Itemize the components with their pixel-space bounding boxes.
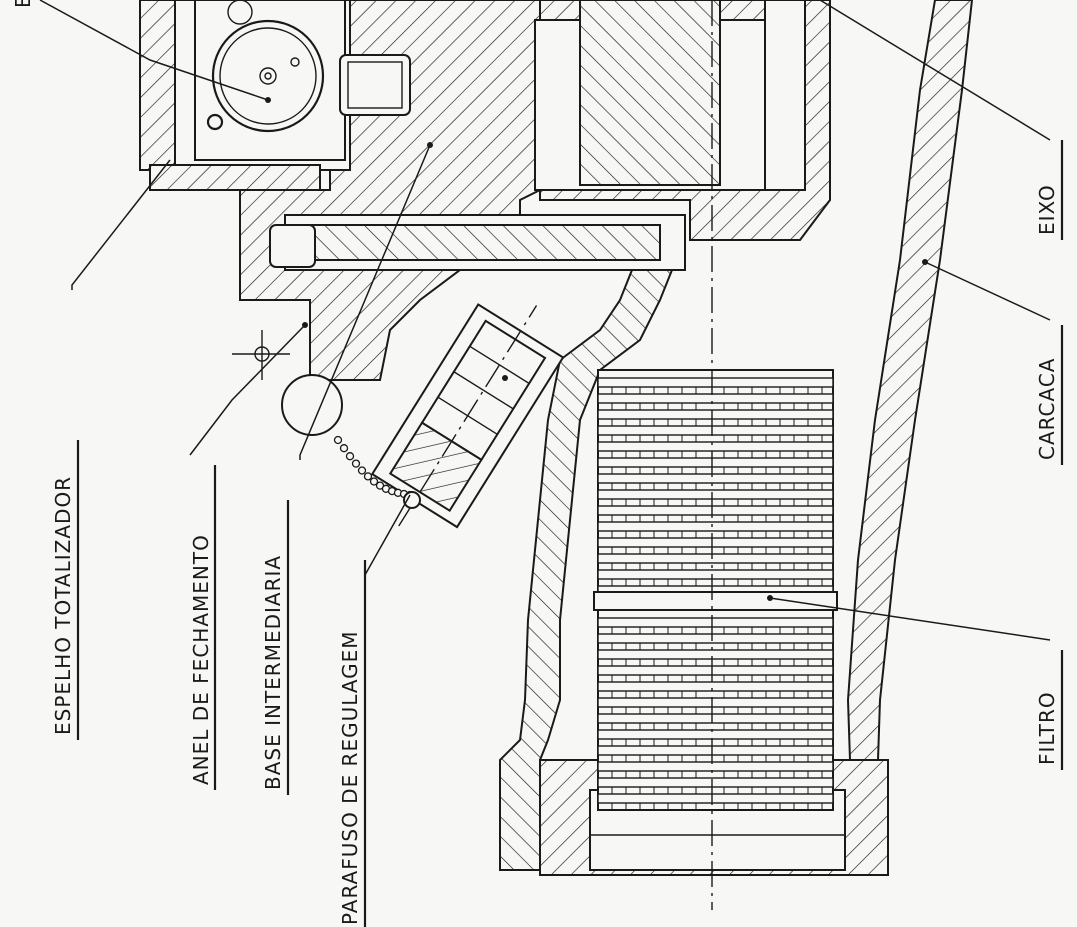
casing-right-wall bbox=[846, 0, 974, 861]
chamber-gap bbox=[764, 0, 806, 191]
label-carcaca: CARCACA bbox=[1035, 358, 1059, 461]
chain-bead bbox=[333, 435, 343, 445]
filter-rib bbox=[597, 393, 834, 404]
filter-element bbox=[593, 369, 838, 811]
filter-rib bbox=[597, 633, 834, 644]
filter-rib bbox=[597, 505, 834, 516]
filter-rib bbox=[597, 425, 834, 436]
filter-rib bbox=[597, 377, 834, 388]
chain-bead bbox=[351, 459, 361, 468]
leader-eixo bbox=[819, 0, 1051, 141]
label-eixo: EIXO bbox=[1035, 184, 1059, 235]
label-espelho-totalizador: ESPELHO TOTALIZADOR bbox=[51, 476, 75, 735]
label-parafuso-regulagem: PARAFUSO DE REGULAGEM bbox=[338, 630, 362, 925]
shaft-head bbox=[269, 224, 316, 268]
chain-bead bbox=[345, 452, 355, 461]
chain-bead bbox=[363, 472, 373, 481]
filter-rib bbox=[597, 793, 834, 804]
chain-bead bbox=[339, 444, 349, 453]
leader-filtro bbox=[769, 597, 1051, 641]
filter-rib bbox=[597, 553, 834, 564]
leader-carcaca bbox=[924, 261, 1051, 321]
filter-rib bbox=[597, 489, 834, 500]
filter-rib bbox=[597, 729, 834, 740]
seal-lead bbox=[403, 491, 421, 509]
filter-rib bbox=[597, 473, 834, 484]
filter-rib bbox=[597, 665, 834, 676]
filter-rib bbox=[597, 537, 834, 548]
filter-rib bbox=[597, 457, 834, 468]
chain-bead bbox=[357, 466, 367, 475]
seal-chain bbox=[333, 435, 421, 509]
filter-rib bbox=[597, 697, 834, 708]
regulating-screw-assembly bbox=[370, 303, 565, 529]
leader-anel bbox=[189, 324, 306, 456]
leader-parafuso bbox=[364, 494, 411, 578]
chain-bead bbox=[369, 477, 379, 486]
totalizer-register bbox=[139, 0, 411, 191]
rotor-block bbox=[579, 0, 721, 186]
upper-housing bbox=[239, 0, 541, 381]
filter-rib bbox=[597, 441, 834, 452]
label-top-partial: E bbox=[11, 0, 35, 8]
filter-rib bbox=[597, 521, 834, 532]
leader-espelho bbox=[71, 159, 171, 290]
label-base-intermediaria: BASE INTERMEDIARIA bbox=[261, 555, 285, 790]
label-filtro: FILTRO bbox=[1035, 691, 1059, 765]
filter-rib bbox=[597, 569, 834, 580]
filter-rib bbox=[597, 777, 834, 788]
filter-rib bbox=[597, 617, 834, 628]
filter-rib bbox=[597, 745, 834, 756]
filter-rib bbox=[597, 761, 834, 772]
leader-base bbox=[299, 144, 431, 460]
filter-rib bbox=[597, 681, 834, 692]
shaft bbox=[289, 224, 661, 261]
filter-rib bbox=[597, 409, 834, 420]
leader-top bbox=[39, 0, 269, 101]
label-anel-fechamento: ANEL DE FECHAMENTO bbox=[189, 534, 213, 785]
filter-band bbox=[593, 591, 838, 611]
filter-rib bbox=[597, 713, 834, 724]
filter-rib bbox=[597, 649, 834, 660]
